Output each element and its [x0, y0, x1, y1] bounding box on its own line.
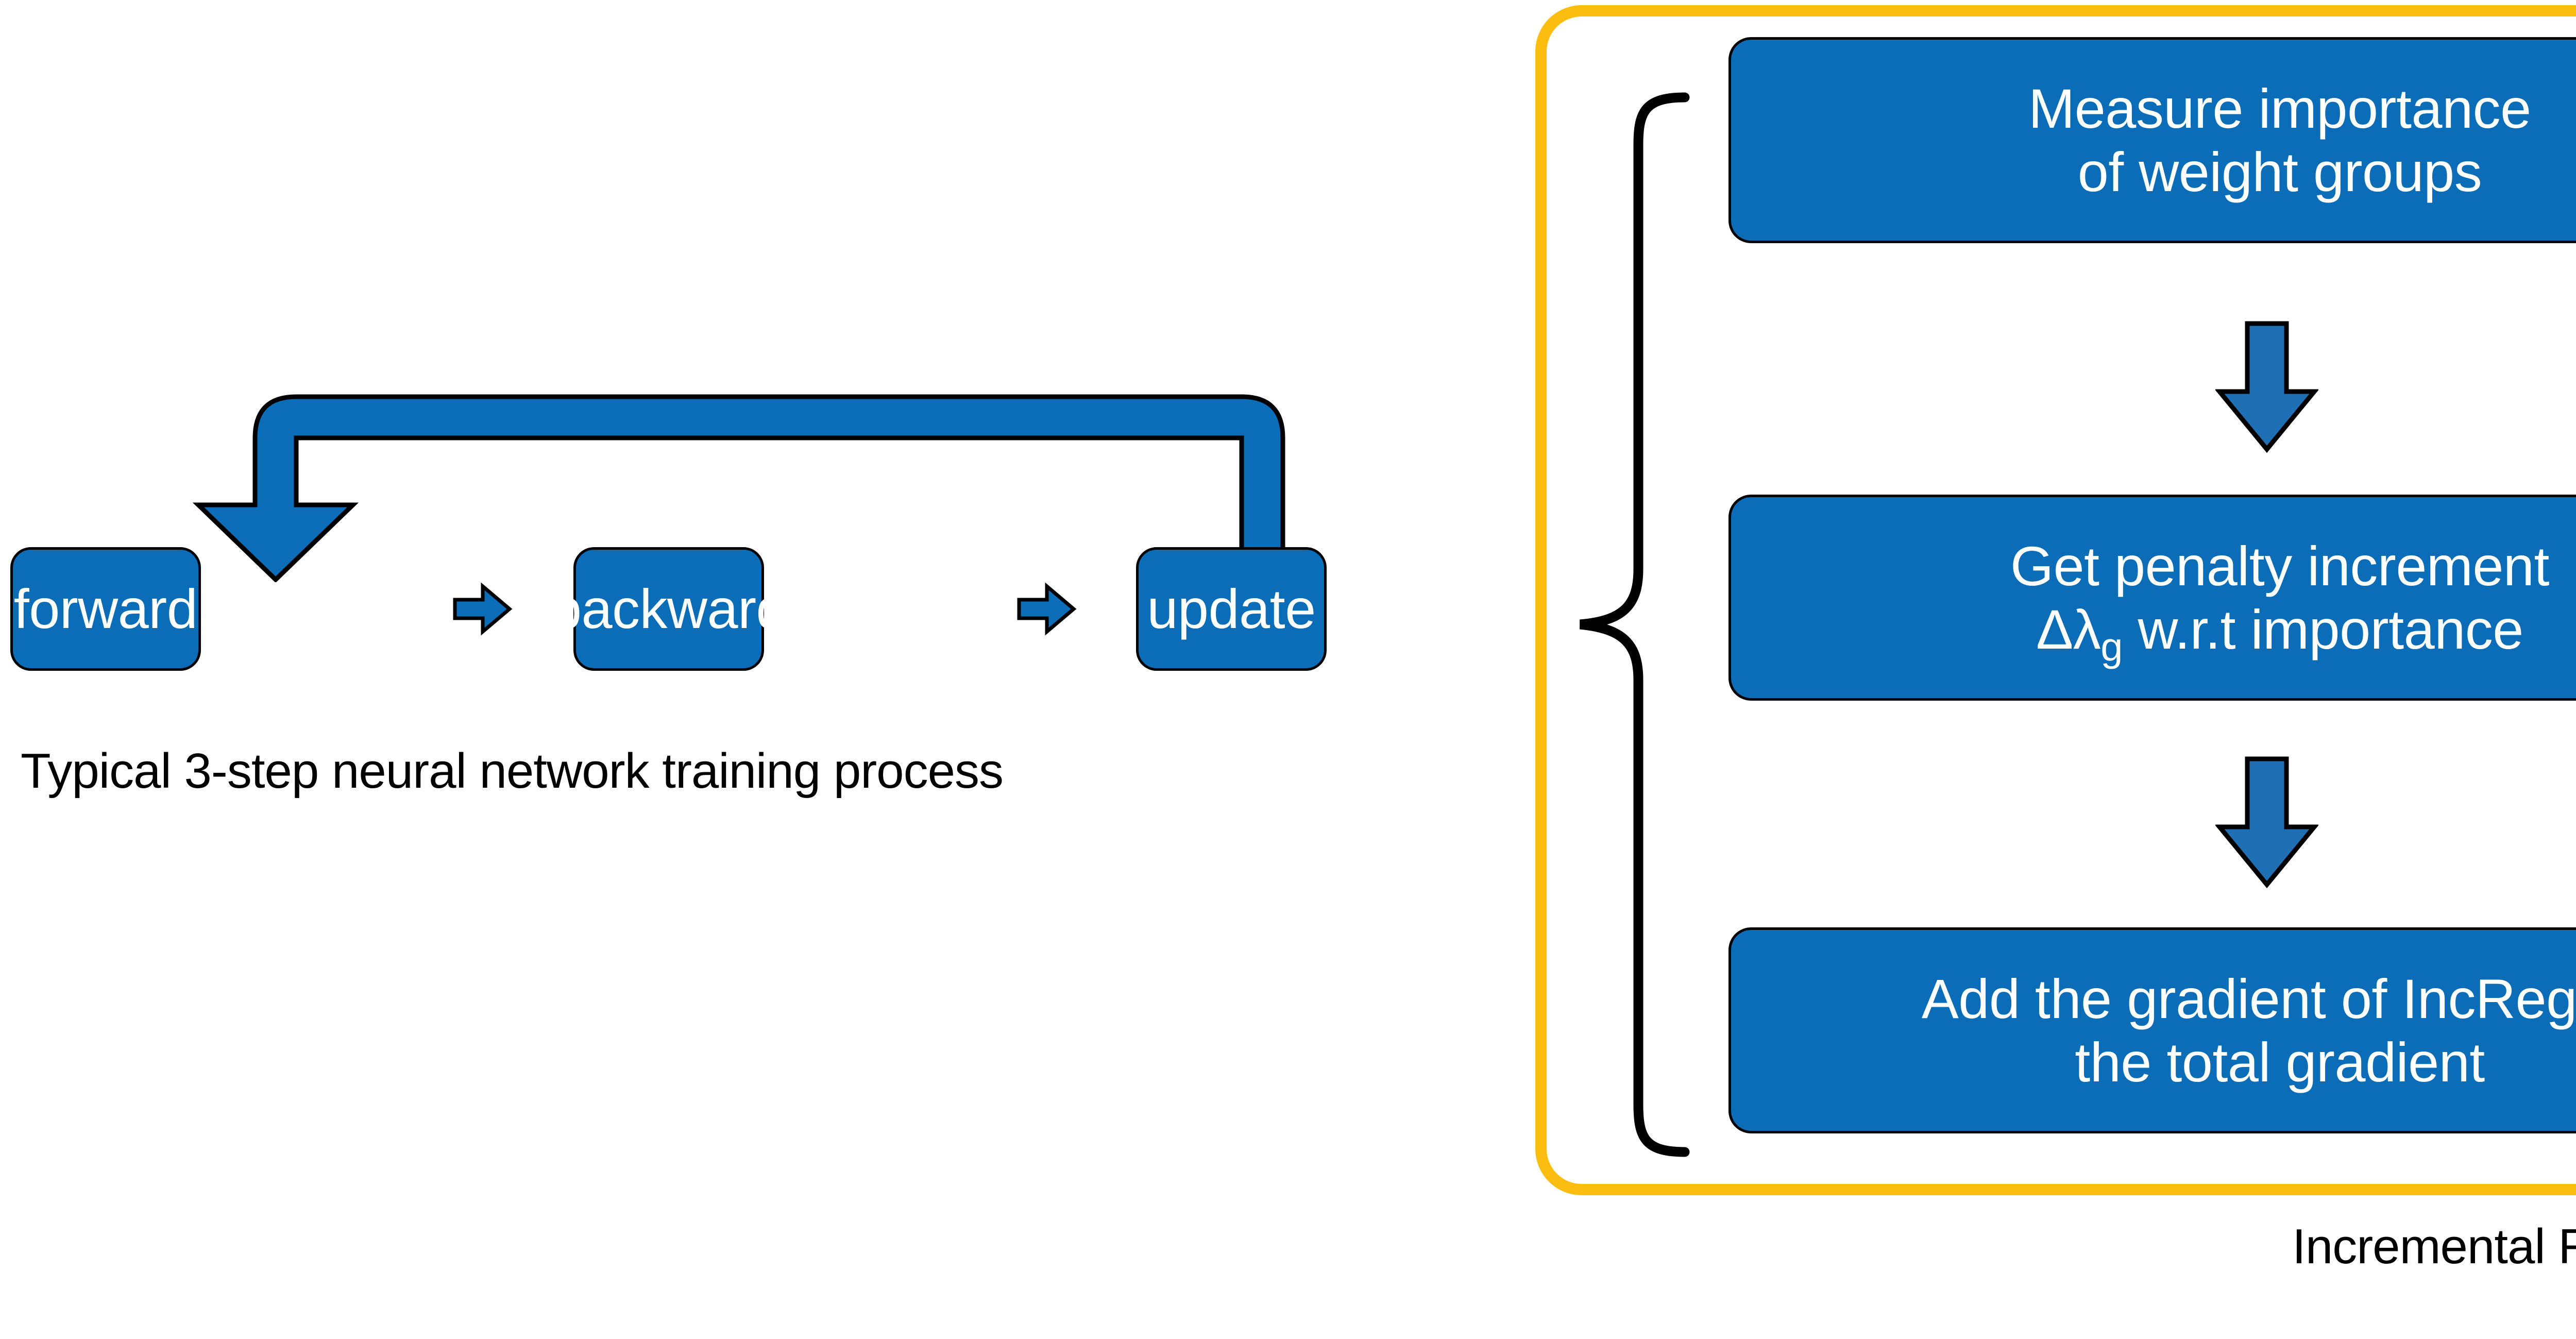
- increg-step-3-line1: Add the gradient of IncReg to: [1921, 967, 2576, 1030]
- increg-step-2-line1: Get penalty increment: [2010, 534, 2550, 597]
- right-arrow-icon-forward-backward: [453, 582, 513, 636]
- step-forward-label: forward: [13, 578, 198, 640]
- left-section-caption: Typical 3-step neural network training p…: [21, 743, 1004, 799]
- curly-brace-icon: [1580, 92, 1690, 1157]
- loop-arrow-update-to-forward: [192, 394, 1285, 582]
- down-arrow-icon-1: [2215, 321, 2318, 453]
- increg-panel: [1535, 5, 2576, 1195]
- right-arrow-icon-backward-update: [1017, 582, 1077, 636]
- increg-step-1-line2: of weight groups: [2077, 141, 2482, 203]
- increg-step-2-line2-sub: g: [2100, 625, 2123, 670]
- step-update-label: update: [1147, 578, 1316, 640]
- step-backward-label: backward: [550, 578, 787, 640]
- step-update[interactable]: update: [1136, 547, 1327, 671]
- increg-step-2-line2-pre: Δλ: [2036, 598, 2101, 660]
- down-arrow-icon-2: [2215, 756, 2318, 889]
- step-backward[interactable]: backward: [551, 547, 787, 671]
- step-forward[interactable]: forward: [10, 547, 201, 671]
- increg-step-1-line1: Measure importance: [2028, 77, 2531, 140]
- increg-step-3-line2: the total gradient: [2075, 1031, 2485, 1093]
- right-section-caption: Incremental Regularization (IncReg): [2292, 1219, 2576, 1274]
- increg-step-2-line2-post: w.r.t importance: [2123, 598, 2524, 660]
